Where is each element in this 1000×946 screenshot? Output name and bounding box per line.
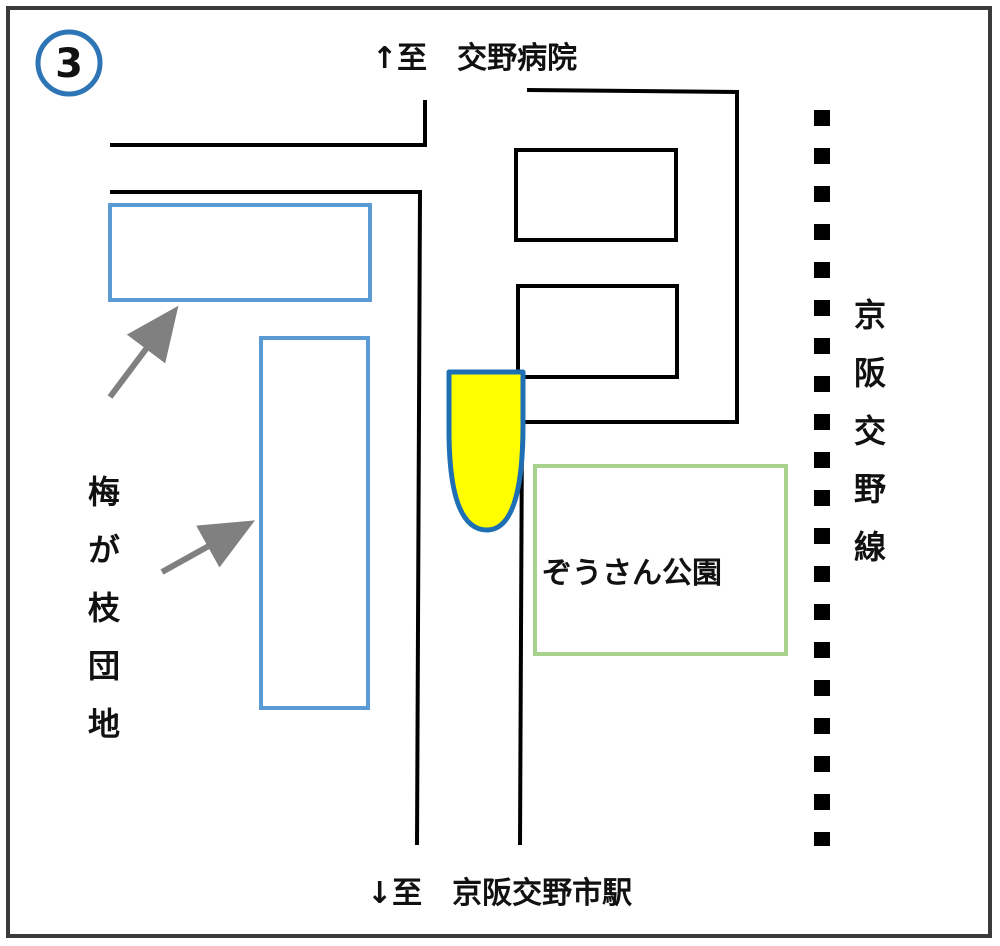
building-upper: [514, 148, 678, 242]
park-label: ぞうさん公園: [542, 556, 722, 591]
danchi-block-north: [108, 203, 372, 302]
road-upper-left: [110, 100, 427, 147]
road-main-west: [110, 190, 423, 846]
danchi-block-south: [259, 336, 370, 710]
danchi-label: 梅が枝団地: [83, 475, 121, 765]
number-badge: 3: [55, 41, 83, 87]
south-direction-label: ↓至 京阪交野市駅: [367, 876, 632, 911]
railway-label: 京阪交野線: [849, 298, 887, 588]
map-frame: [6, 6, 992, 938]
road-main-east: [518, 421, 524, 846]
pointer-arrow-north-block: [107, 305, 179, 399]
meeting-point-marker: [446, 369, 526, 533]
pointer-arrow-south-block: [160, 520, 255, 575]
road-upper-right: [522, 88, 739, 424]
number-badge-circle: [35, 29, 103, 97]
building-lower: [516, 284, 679, 379]
north-direction-label: ↑至 交野病院: [372, 41, 577, 76]
zousan-park-area: [533, 464, 788, 656]
